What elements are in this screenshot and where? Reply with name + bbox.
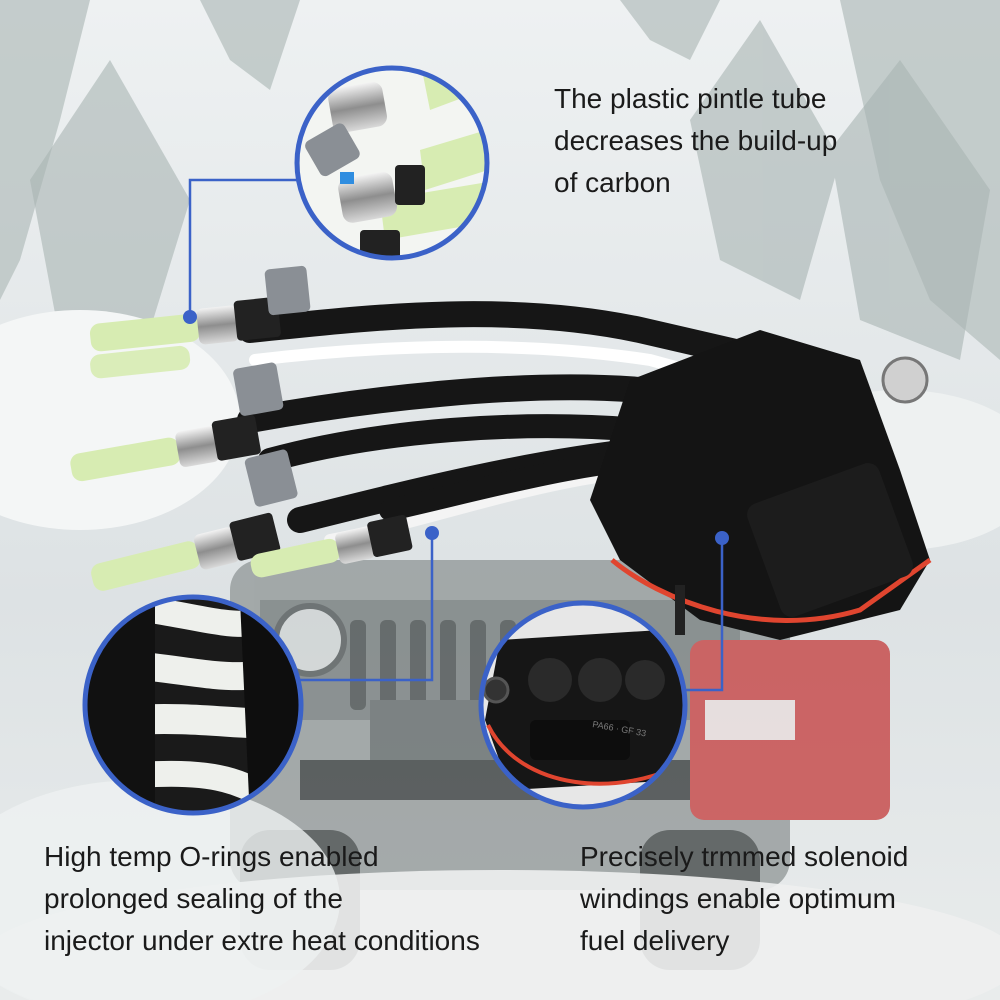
caption-pintle-tube: The plastic pintle tube decreases the bu…	[554, 78, 837, 204]
caption-line: of carbon	[554, 167, 671, 198]
caption-line: windings enable optimum	[580, 883, 896, 914]
caption-o-rings: High temp O-rings enabled prolonged seal…	[44, 836, 480, 962]
caption-line: The plastic pintle tube	[554, 83, 827, 114]
caption-line: Precisely trmmed solenoid	[580, 841, 909, 872]
detail-pintle-tube	[294, 65, 490, 261]
caption-line: decreases the build-up	[554, 125, 838, 156]
caption-line: fuel delivery	[580, 925, 730, 956]
caption-line: injector under extre heat conditions	[44, 925, 480, 956]
caption-line: prolonged sealing of the	[44, 883, 343, 914]
caption-line: High temp O-rings enabled	[44, 841, 379, 872]
caption-solenoid: Precisely trmmed solenoid windings enabl…	[580, 836, 908, 962]
detail-connector	[478, 600, 688, 810]
